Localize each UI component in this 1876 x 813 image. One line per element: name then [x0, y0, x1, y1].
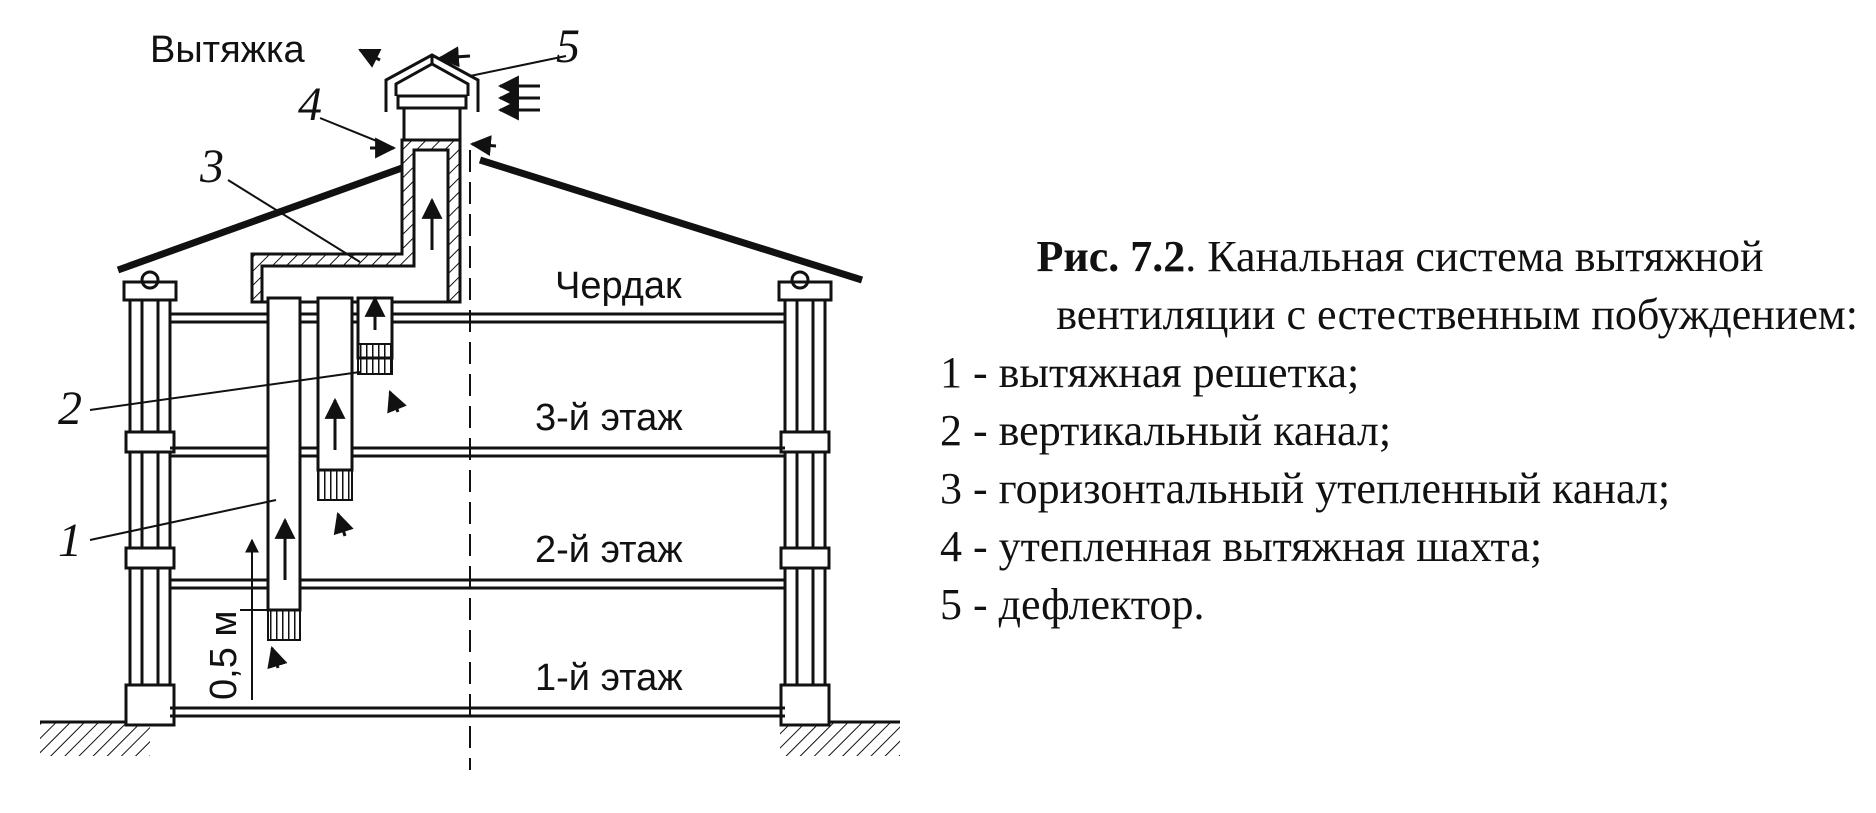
leader-lines: [89, 55, 567, 541]
legend-item-1: 1 - вытяжная решетка;: [940, 348, 1360, 397]
dimension: [240, 538, 270, 700]
caption-title-line2: вентиляции с естественным побуждением:: [1056, 290, 1858, 339]
legend-item-3: 3 - горизонтальный утепленный канал;: [940, 464, 1671, 513]
floor-slabs: [170, 312, 785, 718]
legend-item-5: 5 - дефлектор.: [940, 580, 1205, 629]
left-wall: [122, 280, 178, 727]
callout-2: 2: [58, 382, 82, 435]
deflector: [384, 53, 480, 112]
ventilation-diagram: Вытяжка Чердак 3-й этаж 2-й этаж 1-й эта…: [40, 20, 900, 770]
caption-title-line1: Рис. 7.2. Канальная система вытяжной: [940, 228, 1860, 286]
exhaust-label: Вытяжка: [150, 29, 306, 71]
callout-3: 3: [199, 140, 224, 193]
insulated-channel: [250, 94, 468, 304]
attic-label: Чердак: [555, 265, 682, 307]
callout-5: 5: [556, 20, 580, 73]
legend-item-2: 2 - вертикальный канал;: [940, 406, 1392, 455]
airflow-arrows: [267, 46, 540, 670]
legend-item-4: 4 - утепленная вытяжная шахта;: [940, 522, 1543, 571]
callout-4: 4: [298, 78, 322, 131]
figure-caption: Рис. 7.2. Канальная система вытяжной вен…: [940, 228, 1860, 634]
floor2-label: 2-й этаж: [535, 529, 683, 571]
caption-title-text: . Канальная система вытяжной: [1185, 232, 1764, 281]
floor1-label: 1-й этаж: [535, 657, 683, 699]
figure-reference: Рис. 7.2: [1036, 232, 1186, 281]
right-wall: [777, 280, 833, 727]
floor3-label: 3-й этаж: [535, 397, 683, 439]
height-dimension-label: 0,5 м: [203, 610, 245, 700]
roof: [116, 156, 864, 290]
callout-1: 1: [58, 514, 82, 567]
exhaust-grilles: [267, 343, 393, 641]
ground: [40, 720, 900, 756]
